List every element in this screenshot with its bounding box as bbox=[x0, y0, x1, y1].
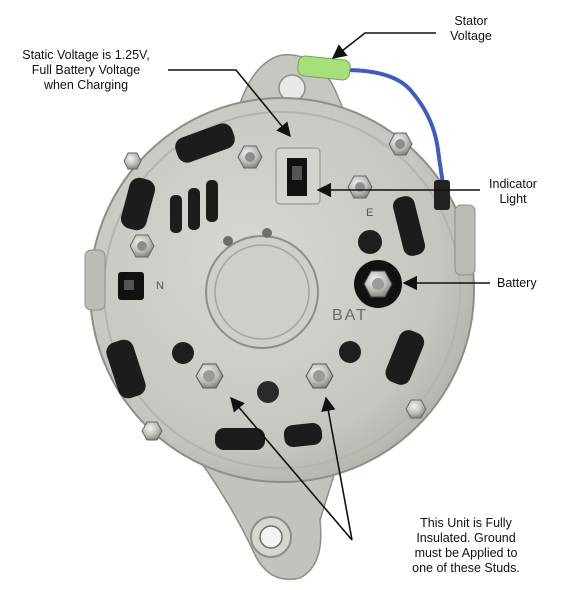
bat-marking: BAT bbox=[332, 307, 368, 324]
bolt-bottom-right bbox=[405, 399, 427, 419]
n-marking: N bbox=[156, 280, 164, 292]
bolt-top-right bbox=[388, 132, 413, 156]
e-marking: E bbox=[366, 207, 374, 219]
static-voltage-label: Static Voltage is 1.25V, Full Battery Vo… bbox=[22, 48, 150, 92]
center-boss bbox=[205, 235, 319, 349]
indicator-light-label: Indicator Light bbox=[489, 177, 537, 206]
vent-slots bbox=[106, 123, 426, 450]
callout-arrows bbox=[168, 32, 490, 541]
battery-terminal bbox=[354, 260, 402, 308]
stator-connector bbox=[297, 55, 351, 81]
stator-wire bbox=[344, 68, 446, 191]
bolt-bottom-left-small bbox=[141, 421, 163, 441]
stator-voltage-label: Stator Voltage bbox=[450, 14, 492, 43]
bolt-small-top bbox=[123, 152, 142, 170]
insulated-note-label: This Unit is Fully Insulated. Ground mus… bbox=[412, 516, 520, 575]
bolt-top-left bbox=[237, 145, 263, 169]
side-tab-left bbox=[84, 249, 106, 311]
bolts bbox=[123, 132, 427, 441]
battery-label: Battery bbox=[497, 276, 537, 290]
n-terminal bbox=[118, 272, 144, 300]
side-tab-right bbox=[454, 204, 476, 276]
ground-stud-right bbox=[305, 363, 334, 389]
indicator-socket bbox=[275, 147, 321, 205]
bolt-left bbox=[129, 234, 155, 258]
ground-stud-left bbox=[195, 363, 224, 389]
